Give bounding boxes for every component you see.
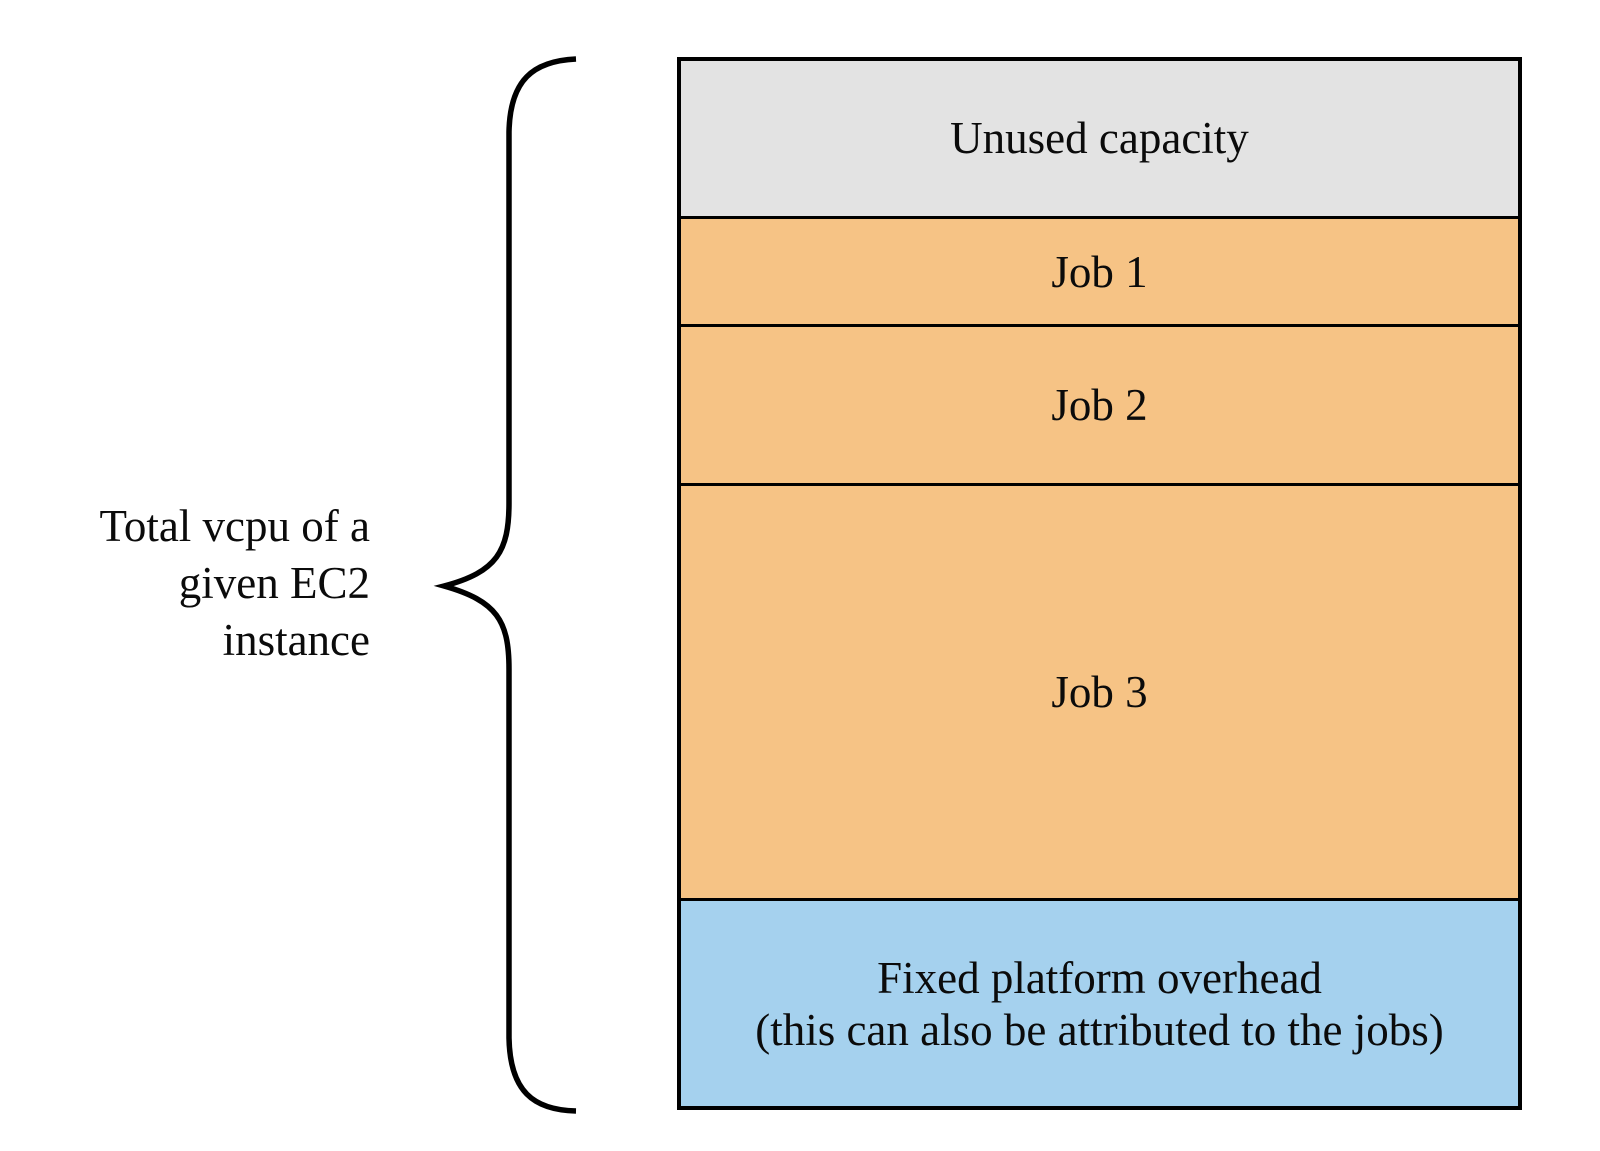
segment-job-2: Job 2 [681,324,1518,484]
brace-label-line-1: Total vcpu of a [99,501,370,551]
segment-fixed-platform-overhead-label-line-1: Fixed platform overhead [877,952,1322,1003]
brace-label-line-3: instance [222,615,370,665]
segment-job-3-label: Job 3 [1051,667,1148,718]
brace-label-line-2: given EC2 [178,558,370,608]
segment-fixed-platform-overhead: Fixed platform overhead (this can also b… [681,898,1518,1106]
segment-job-1-label: Job 1 [1051,246,1148,297]
curly-brace-path [433,56,577,1114]
segment-fixed-platform-overhead-label-line-2: (this can also be attributed to the jobs… [755,1004,1444,1055]
segment-unused-capacity-label: Unused capacity [950,113,1249,164]
segment-job-3: Job 3 [681,483,1518,899]
curly-brace [433,56,577,1114]
segment-unused-capacity: Unused capacity [681,61,1518,216]
segment-job-1: Job 1 [681,215,1518,325]
vcpu-capacity-stack: Unused capacity Job 1 Job 2 Job 3 Fixed … [677,57,1522,1110]
brace-label: Total vcpu of a given EC2 instance [28,498,370,669]
segment-job-2-label: Job 2 [1051,380,1148,431]
